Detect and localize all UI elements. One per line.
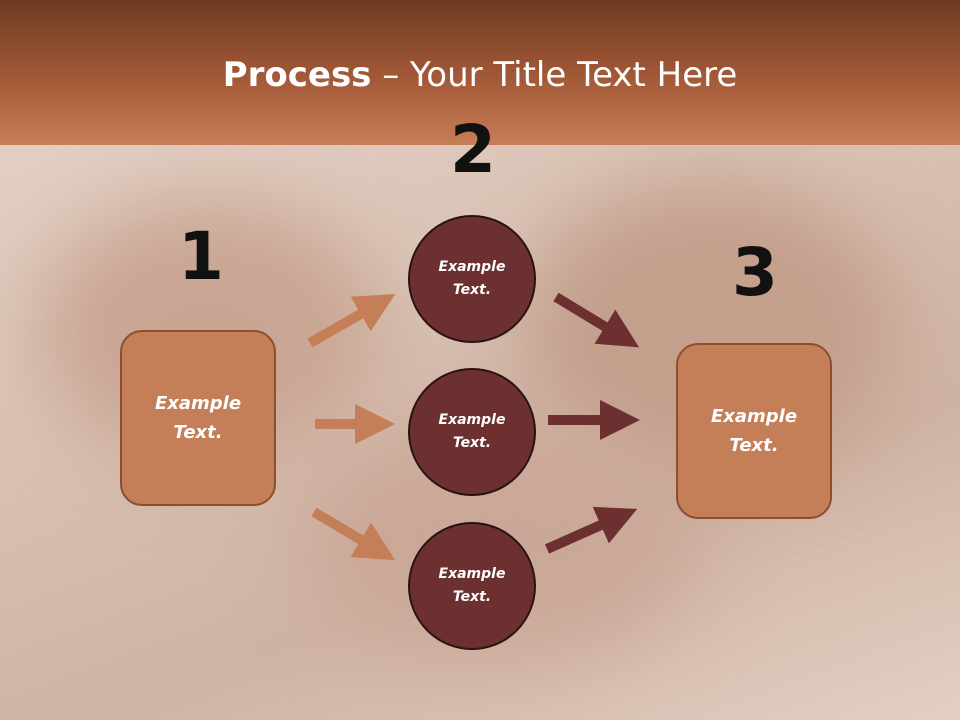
process-circle-middle: Example Text.: [408, 368, 536, 496]
title-bold: Process: [222, 55, 372, 95]
step-number-2: 2: [450, 111, 496, 188]
title-bar: [0, 0, 960, 145]
right-box-text: Example Text.: [710, 406, 798, 456]
circle-middle-text: Example Text.: [438, 412, 506, 451]
process-circle-bottom: Example Text.: [408, 522, 536, 650]
circle-top-text: Example Text.: [438, 259, 506, 298]
circle-bottom-text: Example Text.: [438, 566, 506, 605]
arrow-bottom-to-right: [544, 506, 638, 554]
arrow-left-to-bottom: [311, 507, 396, 561]
step-number-1: 1: [178, 218, 224, 295]
slide-title: Process – Your Title Text Here: [0, 52, 960, 98]
arrow-top-to-right: [553, 292, 640, 348]
left-process-box: Example Text.: [120, 330, 276, 506]
arrow-left-to-top: [307, 294, 396, 348]
right-process-box: Example Text.: [676, 343, 832, 519]
title-rest: – Your Title Text Here: [371, 55, 738, 95]
step-number-3: 3: [732, 234, 778, 311]
process-circle-top: Example Text.: [408, 215, 536, 343]
left-box-text: Example Text.: [154, 393, 242, 443]
